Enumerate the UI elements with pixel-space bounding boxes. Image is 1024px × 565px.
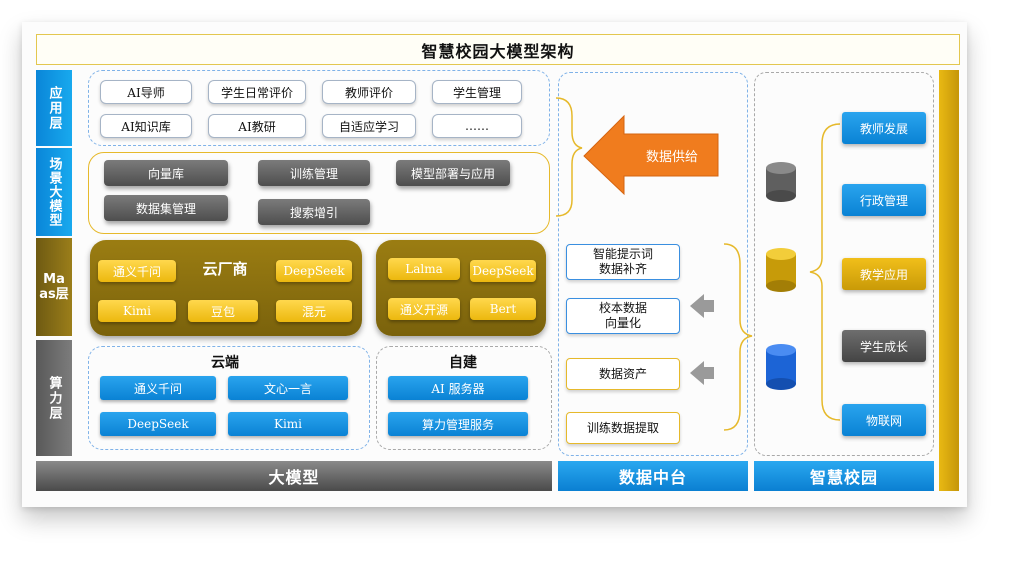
maas-vendor-item: DeepSeek bbox=[276, 260, 352, 282]
compute-cloud-label: 云端 bbox=[211, 355, 239, 371]
data-center-box bbox=[558, 72, 748, 456]
app-item: 学生管理 bbox=[432, 80, 522, 104]
scene-item: 训练管理 bbox=[258, 160, 370, 186]
app-item: 教师评价 bbox=[322, 80, 416, 104]
maas-open-item: DeepSeek bbox=[470, 260, 536, 282]
maas-vendor-item: 混元 bbox=[276, 300, 352, 322]
brace-data-center bbox=[723, 243, 753, 431]
app-item: 自适应学习 bbox=[322, 114, 416, 138]
label-scene-layer: 场景大模型 bbox=[36, 148, 72, 236]
diagram-title: 智慧校园大模型架构 bbox=[36, 34, 960, 65]
brace-smart-campus bbox=[809, 123, 841, 421]
gray-arrow-2 bbox=[690, 361, 714, 385]
data-supply-arrow bbox=[583, 114, 719, 196]
data-center-item: 数据资产 bbox=[566, 358, 680, 390]
app-item: 学生日常评价 bbox=[208, 80, 306, 104]
compute-cloud-item: 通义千问 bbox=[100, 376, 216, 400]
compute-self-built-box bbox=[376, 346, 552, 450]
label-compute-layer: 算力层 bbox=[36, 340, 72, 456]
data-center-item: 智能提示词 数据补齐 bbox=[566, 244, 680, 280]
gray-arrow-1 bbox=[690, 294, 714, 318]
app-item: AI导师 bbox=[100, 80, 192, 104]
compute-self-item: AI 服务器 bbox=[388, 376, 528, 400]
gray-cylinder-icon bbox=[766, 162, 796, 202]
compute-cloud-item: Kimi bbox=[228, 412, 348, 436]
app-layer-box bbox=[88, 70, 550, 146]
bottom-bar-data: 数据中台 bbox=[558, 461, 748, 491]
label-compute-text: 算力层 bbox=[46, 375, 62, 421]
scene-item: 向量库 bbox=[104, 160, 228, 186]
bottom-bar-campus: 智慧校园 bbox=[754, 461, 934, 491]
gold-cylinder-icon bbox=[766, 248, 796, 292]
bottom-bar-model: 大模型 bbox=[36, 461, 552, 491]
maas-vendor-item: Kimi bbox=[98, 300, 176, 322]
cloud-vendor-label: 云厂商 bbox=[202, 260, 248, 278]
campus-item: 行政管理 bbox=[842, 184, 926, 216]
label-app-text: 应用层 bbox=[46, 85, 62, 131]
app-item: AI教研 bbox=[208, 114, 306, 138]
data-center-item: 训练数据提取 bbox=[566, 412, 680, 444]
campus-item: 教师发展 bbox=[842, 112, 926, 144]
blue-cylinder-icon bbox=[766, 344, 796, 390]
compute-self-item: 算力管理服务 bbox=[388, 412, 528, 436]
compute-cloud-box bbox=[88, 346, 370, 450]
scene-item: 数据集管理 bbox=[104, 195, 228, 221]
label-maas-layer: Maas层 bbox=[36, 238, 72, 336]
label-app-layer: 应用层 bbox=[36, 70, 72, 146]
compute-cloud-item: 文心一言 bbox=[228, 376, 348, 400]
smart-campus-box bbox=[754, 72, 934, 456]
label-maas-text: Maas层 bbox=[39, 272, 69, 302]
campus-item: 物联网 bbox=[842, 404, 926, 436]
app-item: …… bbox=[432, 114, 522, 138]
data-center-item: 校本数据 向量化 bbox=[566, 298, 680, 334]
label-scene-text: 场景大模型 bbox=[46, 157, 62, 227]
maas-open-models-box bbox=[376, 240, 546, 336]
maas-open-item: 通义开源 bbox=[388, 298, 460, 320]
app-item: AI知识库 bbox=[100, 114, 192, 138]
gold-side-stripe bbox=[939, 70, 959, 491]
campus-item: 学生成长 bbox=[842, 330, 926, 362]
scene-item: 搜索增引 bbox=[258, 199, 370, 225]
data-supply-label: 数据供给 bbox=[645, 150, 698, 165]
scene-item: 模型部署与应用 bbox=[396, 160, 510, 186]
maas-open-item: Bert bbox=[470, 298, 536, 320]
compute-cloud-item: DeepSeek bbox=[100, 412, 216, 436]
scene-layer-box bbox=[88, 152, 550, 234]
campus-item: 教学应用 bbox=[842, 258, 926, 290]
brace-left-upper bbox=[555, 97, 583, 217]
maas-vendor-item: 通义千问 bbox=[98, 260, 176, 282]
compute-self-built-label: 自建 bbox=[449, 355, 477, 371]
maas-vendor-item: 豆包 bbox=[188, 300, 258, 322]
maas-open-item: Lalma bbox=[388, 258, 460, 280]
